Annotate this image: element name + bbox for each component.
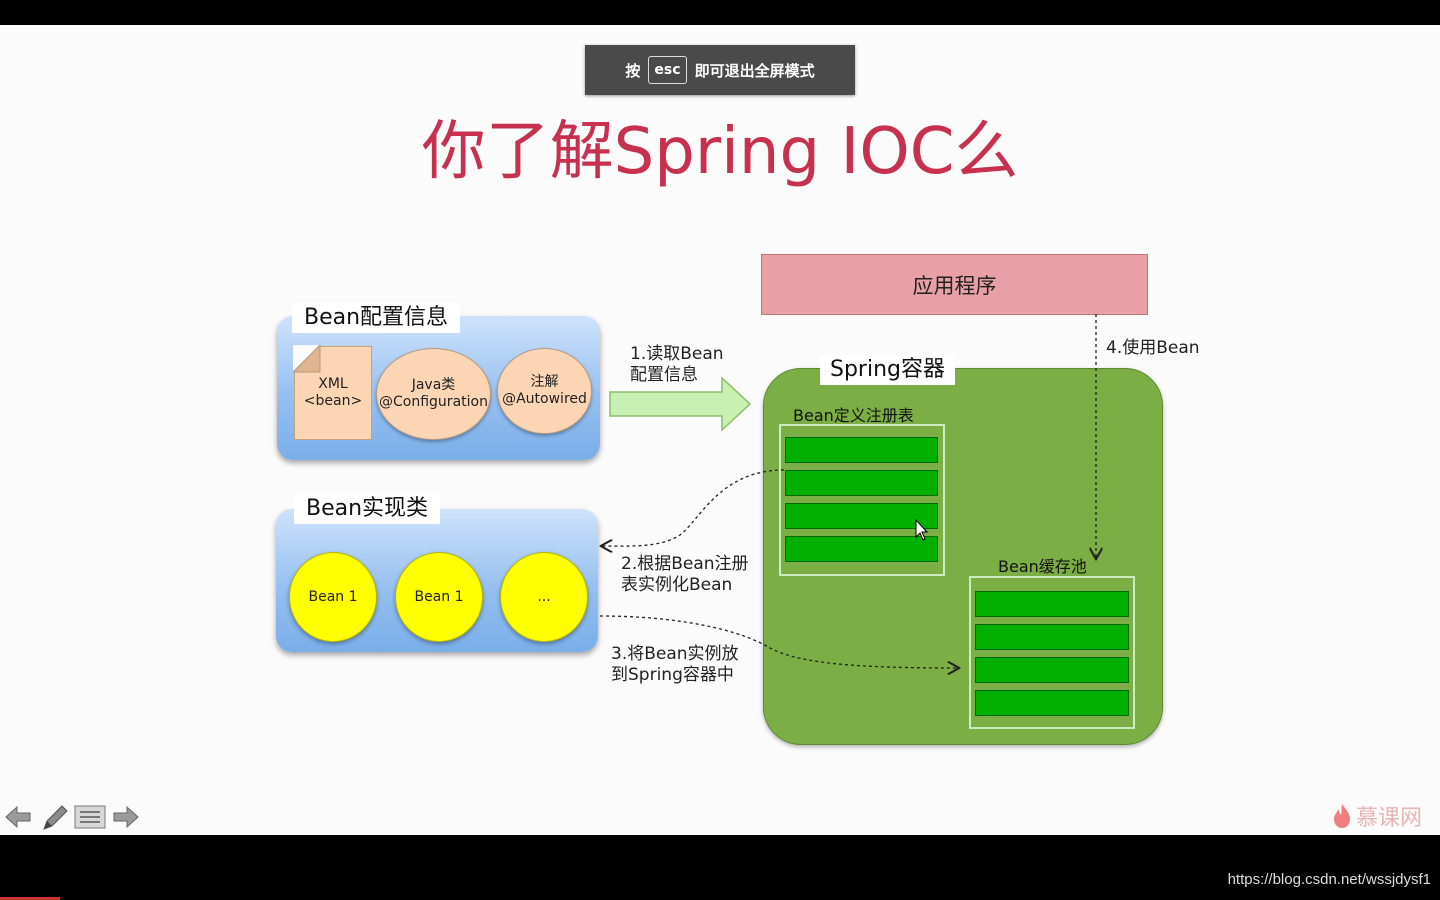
cache-row: [975, 624, 1129, 650]
step1-line1: 1.读取Bean: [630, 344, 724, 364]
pen-icon[interactable]: [40, 803, 70, 833]
bean-2-label: Bean 1: [414, 589, 464, 605]
autowired-label: @Autowired: [502, 391, 587, 407]
watermark-url: https://blog.csdn.net/wssjdysf1: [1227, 871, 1431, 888]
flame-icon: [1334, 804, 1350, 828]
esc-key-badge: esc: [648, 56, 687, 84]
spring-container-title: Spring容器: [820, 355, 955, 385]
bottom-bar: [0, 835, 1440, 900]
annotation-label: 注解: [530, 374, 559, 390]
step3-line2: 到Spring容器中: [611, 665, 734, 685]
registry-row: [785, 470, 938, 496]
arrow-right-icon[interactable]: [112, 803, 140, 831]
step1-label: 1.读取Bean 配置信息: [630, 344, 724, 386]
put-into-container-arrow: [599, 615, 958, 668]
bean-definition-registry: [779, 424, 945, 576]
java-class-ellipse: Java类 @Configuration: [376, 348, 491, 440]
toast-prefix: 按: [625, 61, 641, 80]
annotation-ellipse: 注解 @Autowired: [497, 348, 592, 434]
registry-row: [785, 503, 938, 529]
bean-circle-1: Bean 1: [289, 552, 377, 642]
bean-cache-pool: [969, 576, 1135, 729]
toast-suffix: 即可退出全屏模式: [694, 61, 815, 80]
slide-title: 你了解Spring IOC么: [421, 115, 1019, 189]
cache-row: [975, 690, 1129, 716]
xml-bean-tag: <bean>: [303, 393, 363, 409]
xml-label: XML: [318, 376, 348, 392]
step2-line2: 表实例化Bean: [621, 575, 733, 595]
arrow-left-icon[interactable]: [4, 803, 32, 831]
bean-config-title: Bean配置信息: [292, 303, 461, 333]
step2-label: 2.根据Bean注册 表实例化Bean: [621, 554, 749, 596]
menu-icon[interactable]: [74, 803, 106, 831]
bean-impl-title: Bean实现类: [294, 494, 441, 524]
cache-row: [975, 591, 1129, 617]
step3-line1: 3.将Bean实例放: [611, 644, 739, 664]
bean-1-label: Bean 1: [308, 589, 358, 605]
logo-text: 慕课网: [1356, 806, 1423, 831]
instantiate-arrow: [602, 469, 785, 546]
bean-circle-2: Bean 1: [395, 552, 483, 642]
registry-label: Bean定义注册表: [793, 406, 914, 425]
registry-row: [785, 536, 938, 562]
read-config-arrow: [609, 376, 752, 432]
cache-label: Bean缓存池: [998, 557, 1087, 576]
xml-document-fold: [293, 345, 321, 373]
step3-label: 3.将Bean实例放 到Spring容器中: [611, 644, 739, 686]
step4-label: 4.使用Bean: [1106, 338, 1200, 358]
bean-circle-more: ...: [500, 552, 588, 642]
java-label: Java类: [411, 377, 456, 393]
bean-more-label: ...: [537, 589, 551, 605]
configuration-label: @Configuration: [379, 394, 488, 410]
step1-line2: 配置信息: [630, 365, 698, 385]
step2-line1: 2.根据Bean注册: [621, 554, 749, 574]
mouse-cursor: [915, 518, 929, 541]
application-box: 应用程序: [761, 254, 1148, 315]
imooc-logo: 慕课网: [1332, 800, 1422, 832]
cache-row: [975, 657, 1129, 683]
registry-row: [785, 437, 938, 463]
top-bar: [0, 0, 1440, 25]
slide: [0, 25, 1440, 835]
fullscreen-toast: 按 esc 即可退出全屏模式: [585, 45, 855, 95]
video-progress[interactable]: [0, 897, 60, 900]
